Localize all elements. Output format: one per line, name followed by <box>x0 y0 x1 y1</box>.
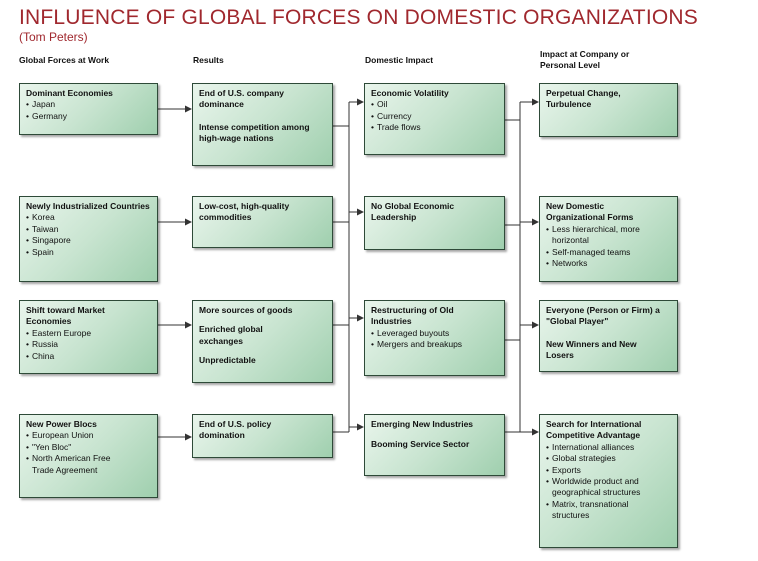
force-bullet: Taiwan <box>26 224 151 236</box>
company-box-competitive-advantage: Search for International Competitive Adv… <box>539 414 678 548</box>
result-line: End of U.S. policy domination <box>199 419 272 441</box>
result-box-2: Low-cost, high-quality commodities <box>192 196 333 248</box>
impact-bullet: Trade flows <box>371 122 498 134</box>
force-bullet: "Yen Bloc" <box>26 442 151 454</box>
force-box-market-economies: Shift toward Market Economies Eastern Eu… <box>19 300 158 374</box>
force-title: Shift toward Market Economies <box>26 305 105 327</box>
impact-bullet: Leveraged buyouts <box>371 328 498 340</box>
force-bullet: Germany <box>26 111 151 123</box>
result-line: More sources of goods <box>199 305 293 315</box>
force-bullet: European Union <box>26 430 151 442</box>
impact-title: Restructuring of Old Industries <box>371 305 454 327</box>
company-bullet: International alliances <box>546 442 671 454</box>
force-box-new-power-blocs: New Power Blocs European Union "Yen Bloc… <box>19 414 158 498</box>
force-bullet: Russia <box>26 339 151 351</box>
impact-box-emerging-industries: Emerging New Industries Booming Service … <box>364 414 505 476</box>
force-box-newly-industrialized: Newly Industrialized Countries Korea Tai… <box>19 196 158 282</box>
impact-extra: Booming Service Sector <box>371 439 470 450</box>
company-bullet: Networks <box>546 258 671 270</box>
impact-box-economic-volatility: Economic Volatility Oil Currency Trade f… <box>364 83 505 155</box>
company-box-new-forms: New Domestic Organizational Forms Less h… <box>539 196 678 282</box>
company-box-perpetual-change: Perpetual Change, Turbulence <box>539 83 678 137</box>
column-header-global-forces: Global Forces at Work <box>19 55 110 65</box>
force-bullet: China <box>26 351 151 363</box>
force-bullet: Korea <box>26 212 151 224</box>
company-bullet: Self-managed teams <box>546 247 671 259</box>
impact-bullet: Oil <box>371 99 498 111</box>
force-bullet: North American Free Trade Agreement <box>26 453 120 476</box>
diagram-title: INFLUENCE OF GLOBAL FORCES ON DOMESTIC O… <box>19 6 698 29</box>
company-line: Everyone (Person or Firm) a "Global Play… <box>546 305 660 327</box>
company-line: Search for International Competitive Adv… <box>546 419 642 441</box>
force-title: Newly Industrialized Countries <box>26 201 150 211</box>
company-line: New Winners and New Losers <box>546 338 637 361</box>
result-line: Enriched global exchanges <box>199 324 263 346</box>
force-bullet: Japan <box>26 99 151 111</box>
company-line: Perpetual Change, Turbulence <box>546 88 621 110</box>
force-title: New Power Blocs <box>26 419 97 429</box>
result-box-4: End of U.S. policy domination <box>192 414 333 458</box>
force-box-dominant-economies: Dominant Economies Japan Germany <box>19 83 158 135</box>
company-bullet: Less hierarchical, more horizontal <box>546 224 642 247</box>
force-bullet: Eastern Europe <box>26 328 151 340</box>
impact-title: No Global Economic Leadership <box>371 201 455 223</box>
company-bullet: Matrix, transnational structures <box>546 499 652 522</box>
company-bullet: Global strategies <box>546 453 671 465</box>
result-line: Low-cost, high-quality commodities <box>199 201 290 223</box>
force-bullet: Spain <box>26 247 151 259</box>
company-line: New Domestic Organizational Forms <box>546 201 634 223</box>
result-line: Intense competition among high-wage nati… <box>199 121 310 144</box>
force-bullet: Singapore <box>26 235 151 247</box>
impact-box-no-global-leadership: No Global Economic Leadership <box>364 196 505 250</box>
result-line: Unpredictable <box>199 355 256 366</box>
impact-bullet: Currency <box>371 111 498 123</box>
result-line: End of U.S. company dominance <box>199 88 285 110</box>
impact-title: Economic Volatility <box>371 88 449 98</box>
result-box-1: End of U.S. company dominance Intense co… <box>192 83 333 166</box>
impact-title: Emerging New Industries <box>371 419 474 429</box>
force-title: Dominant Economies <box>26 88 113 98</box>
column-header-company-level: Impact at Company or Personal Level <box>540 49 630 70</box>
impact-box-restructuring: Restructuring of Old Industries Leverage… <box>364 300 505 376</box>
impact-bullet: Mergers and breakups <box>371 339 498 351</box>
diagram-subtitle: (Tom Peters) <box>19 30 88 44</box>
company-bullet: Exports <box>546 465 671 477</box>
company-box-global-player: Everyone (Person or Firm) a "Global Play… <box>539 300 678 372</box>
column-header-results: Results <box>193 55 224 65</box>
result-box-3: More sources of goods Enriched global ex… <box>192 300 333 383</box>
column-header-domestic-impact: Domestic Impact <box>365 55 434 65</box>
company-bullet: Worldwide product and geographical struc… <box>546 476 652 499</box>
